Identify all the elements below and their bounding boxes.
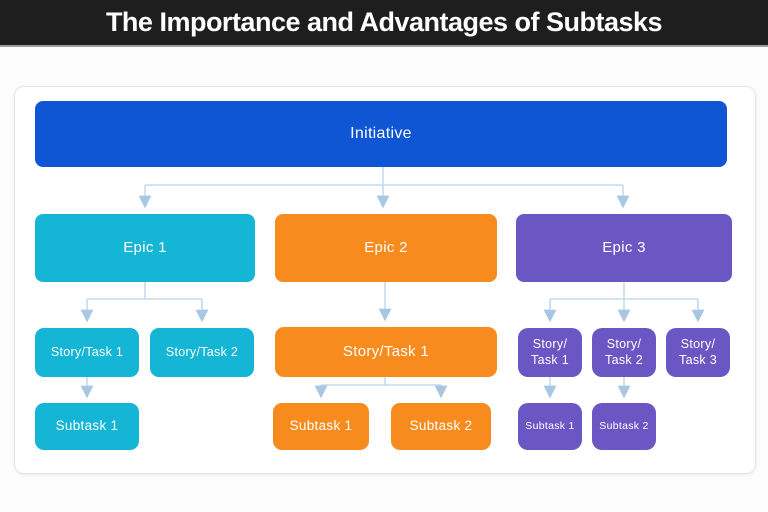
connector-epic1-to-stories [80, 282, 209, 323]
node-epic2-subtask-2: Subtask 2 [391, 403, 491, 450]
node-epic3-story-task-1: Story/ Task 1 [518, 328, 582, 377]
node-epic3-story-task-2: Story/ Task 2 [592, 328, 656, 377]
node-epic3-subtask-1: Subtask 1 [518, 403, 582, 450]
node-epic3-subtask-2: Subtask 2 [592, 403, 656, 450]
node-epic-1: Epic 1 [35, 214, 255, 282]
node-epic-2: Epic 2 [275, 214, 497, 282]
connector-initiative-to-epics [138, 167, 630, 209]
node-epic1-story-task-1: Story/Task 1 [35, 328, 139, 377]
node-epic-3: Epic 3 [516, 214, 732, 282]
node-epic3-story-task-3: Story/ Task 3 [666, 328, 730, 377]
node-initiative: Initiative [35, 101, 727, 167]
connector-epic3-to-stories [543, 282, 705, 323]
node-epic1-story-task-2: Story/Task 2 [150, 328, 254, 377]
page-title: The Importance and Advantages of Subtask… [105, 7, 663, 37]
connector-orange-story-to-subtasks [314, 377, 448, 399]
node-epic2-story-task-1: Story/Task 1 [275, 327, 497, 377]
node-epic2-subtask-1: Subtask 1 [273, 403, 369, 450]
connector-purple-stories-to-subtasks [543, 377, 631, 399]
title-bar: The Importance and Advantages of Subtask… [0, 0, 768, 47]
diagram-card: Initiative Epic 1 Epic 2 Epic 3 Story/Ta… [14, 86, 756, 474]
node-epic1-subtask-1: Subtask 1 [35, 403, 139, 450]
connector-lines [80, 167, 705, 399]
